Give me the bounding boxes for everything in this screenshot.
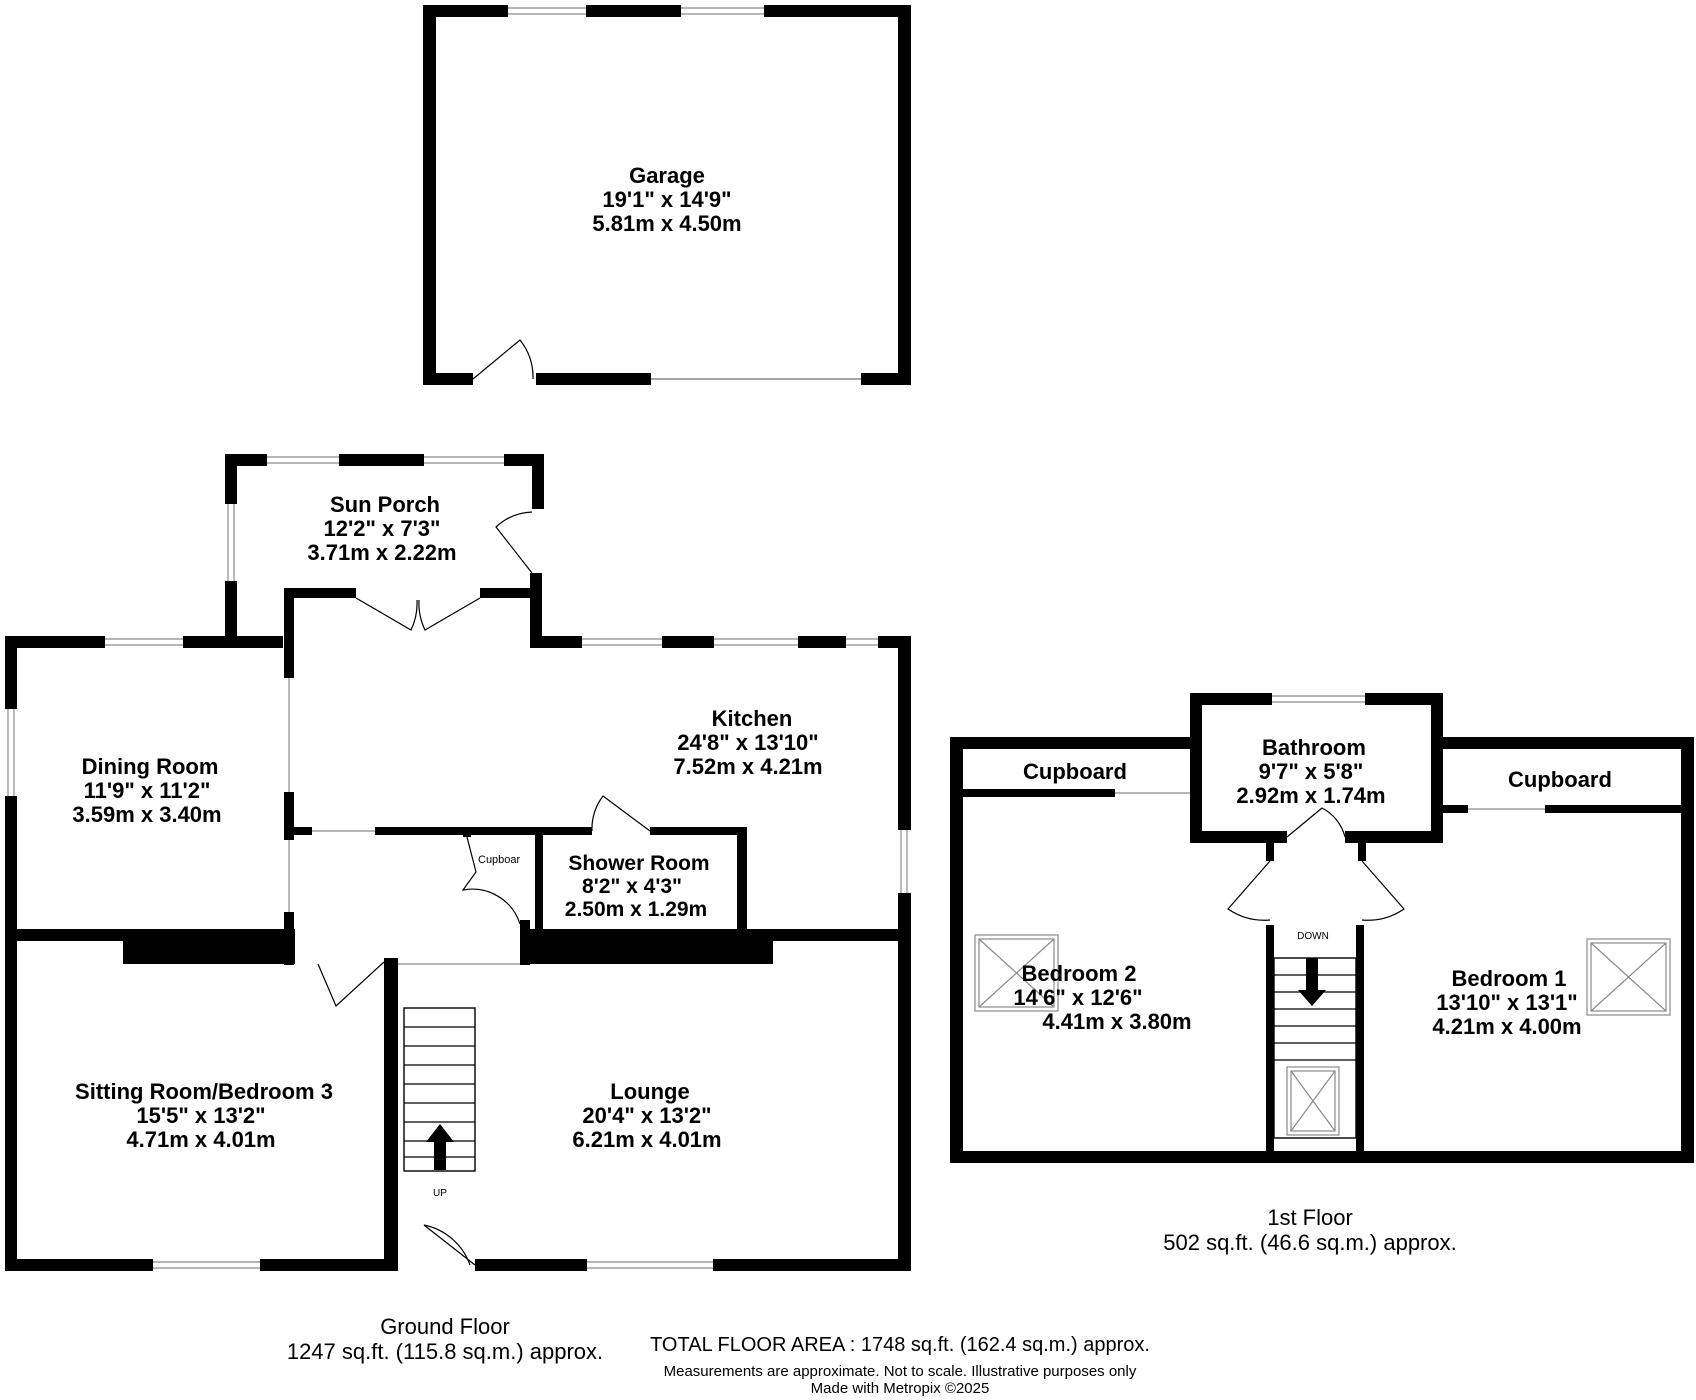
room-name: Kitchen: [712, 706, 793, 731]
first-floor-title: 1st Floor: [1267, 1205, 1353, 1230]
skylight-bedroom-2-icon: [974, 934, 1059, 1012]
ground-floor-walls: [5, 454, 911, 1271]
room-name: Garage: [629, 163, 705, 188]
skylight-icon: [1286, 1066, 1340, 1136]
room-name: Sitting Room/Bedroom 3: [75, 1079, 333, 1104]
room-name: Lounge: [610, 1079, 689, 1104]
room-size-imperial: 9'7" x 5'8": [1259, 759, 1364, 784]
room-name: Bedroom 2: [1022, 961, 1137, 986]
ground-floor-area: 1247 sq.ft. (115.8 sq.m.) approx.: [286, 1339, 604, 1364]
ground-floor-caption: Ground Floor 1247 sq.ft. (115.8 sq.m.) a…: [260, 1314, 630, 1364]
ground-floor: Garage 19'1" x 14'9" 5.81m x 4.50m Sun P…: [5, 163, 911, 1271]
disclaimer: Measurements are approximate. Not to sca…: [663, 1363, 1137, 1380]
ground-floor-doors: [317, 511, 651, 1266]
garage-windows: [508, 7, 764, 15]
garage-walls: [423, 5, 911, 385]
stairs-down-label: DOWN: [1297, 931, 1329, 942]
first-floor-caption: 1st Floor 502 sq.ft. (46.6 sq.m.) approx…: [1100, 1205, 1520, 1255]
room-label-dining-room: Dining Room 11'9" x 11'2" 3.59m x 3.40m: [72, 754, 221, 827]
garage-side-door: [472, 339, 534, 380]
room-size-imperial: 15'5" x 13'2": [136, 1103, 265, 1128]
first-floor: Cupboard Cupboard Bathroom 9'7" x 5'8" 2…: [950, 693, 1694, 1163]
room-label-garage: Garage 19'1" x 14'9" 5.81m x 4.50m: [592, 163, 741, 236]
total-floor-area: TOTAL FLOOR AREA : 1748 sq.ft. (162.4 sq…: [650, 1334, 1150, 1356]
skylight-bedroom-1-icon: [1586, 938, 1671, 1016]
room-size-imperial: 11'9" x 11'2": [84, 778, 211, 803]
room-label-kitchen: Kitchen 24'8" x 13'10" 7.52m x 4.21m: [673, 706, 822, 779]
room-label-bedroom-1: Bedroom 1 13'10" x 13'1" 4.21m x 4.00m: [1432, 966, 1581, 1039]
room-size-imperial: 24'8" x 13'10": [677, 730, 818, 755]
footer: TOTAL FLOOR AREA : 1748 sq.ft. (162.4 sq…: [630, 1334, 1170, 1397]
room-size-metric: 6.21m x 4.01m: [572, 1127, 721, 1152]
garage: [423, 5, 911, 385]
stairs-up-arrow-icon: [426, 1124, 454, 1170]
room-size-metric: 5.81m x 4.50m: [592, 211, 741, 236]
room-label-lounge: Lounge 20'4" x 13'2" 6.21m x 4.01m: [572, 1079, 721, 1152]
room-label-bedroom-2: Bedroom 2 14'6" x 12'6" 4.41m x 3.80m: [1013, 961, 1191, 1034]
room-size-metric: 4.71m x 4.01m: [126, 1127, 275, 1152]
room-size-imperial: 8'2" x 4'3": [582, 875, 682, 898]
first-floor-windows: [1115, 695, 1545, 810]
first-floor-walls: [950, 693, 1694, 1163]
room-name-cupboard-left: Cupboard: [1023, 759, 1127, 784]
room-size-metric: 4.41m x 3.80m: [1042, 1009, 1191, 1034]
stairs-down-arrow-icon: [1298, 958, 1326, 1006]
room-size-metric: 2.92m x 1.74m: [1236, 783, 1385, 808]
room-label-shower-room: Shower Room 8'2" x 4'3" 2.50m x 1.29m: [565, 852, 710, 921]
room-size-metric: 2.50m x 1.29m: [565, 898, 707, 921]
room-name: Shower Room: [568, 852, 709, 875]
room-size-imperial: 20'4" x 13'2": [582, 1103, 711, 1128]
first-floor-area: 502 sq.ft. (46.6 sq.m.) approx.: [1163, 1230, 1457, 1255]
room-name: Bedroom 1: [1452, 966, 1567, 991]
room-size-imperial: 12'2" x 7'3": [324, 516, 441, 541]
room-label-sun-porch: Sun Porch 12'2" x 7'3" 3.71m x 2.22m: [307, 492, 456, 565]
room-name-cupboard: Cupboar: [478, 854, 521, 866]
room-size-imperial: 13'10" x 13'1": [1436, 990, 1577, 1015]
room-label-sitting-room: Sitting Room/Bedroom 3 15'5" x 13'2" 4.7…: [75, 1079, 333, 1152]
room-size-imperial: 14'6" x 12'6": [1013, 985, 1142, 1010]
room-name: Bathroom: [1262, 735, 1366, 760]
room-name-cupboard-right: Cupboard: [1508, 767, 1612, 792]
room-size-imperial: 19'1" x 14'9": [602, 187, 731, 212]
room-size-metric: 7.52m x 4.21m: [673, 754, 822, 779]
room-name: Dining Room: [82, 754, 219, 779]
ground-floor-stairs: [403, 1007, 476, 1172]
ground-floor-windows: [7, 456, 908, 1269]
room-size-metric: 3.59m x 3.40m: [72, 802, 221, 827]
first-floor-stairs: [1273, 957, 1357, 1139]
made-with-credit: Made with Metropix ©2025: [810, 1380, 990, 1397]
room-name: Sun Porch: [330, 492, 440, 517]
room-size-metric: 4.21m x 4.00m: [1432, 1014, 1581, 1039]
room-label-bathroom: Bathroom 9'7" x 5'8" 2.92m x 1.74m: [1236, 735, 1385, 808]
stairs-up-label: UP: [433, 1188, 447, 1199]
room-size-metric: 3.71m x 2.22m: [307, 540, 456, 565]
ground-floor-title: Ground Floor: [380, 1314, 510, 1339]
first-floor-doors: [1227, 807, 1405, 921]
